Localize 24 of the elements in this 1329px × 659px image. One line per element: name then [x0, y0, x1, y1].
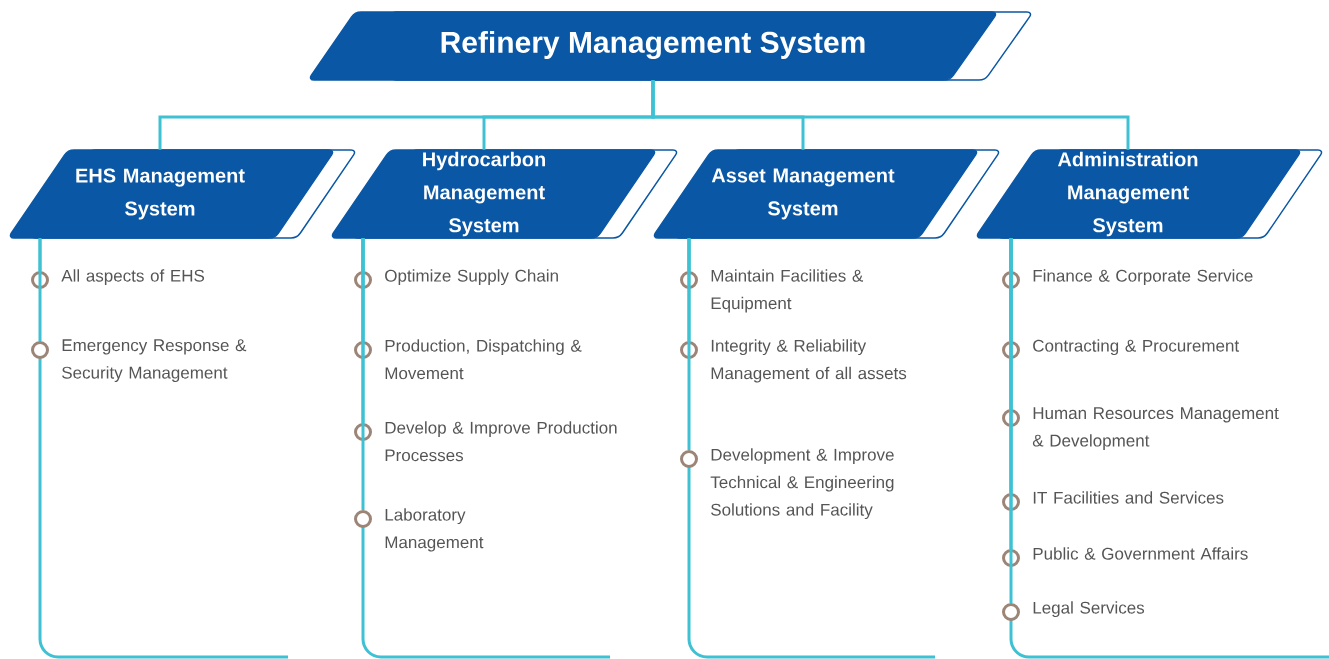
title-banner: Refinery Management System [309, 11, 1032, 81]
list-item: Develop & Improve Production Processes [385, 421, 617, 462]
connector-line [361, 238, 365, 510]
category-banner: Asset Management System [653, 149, 1000, 239]
connector-line [651, 80, 1130, 150]
list-item: Contracting & Procurement [1033, 339, 1240, 356]
list-item: Emergency Response & Security Management [62, 339, 247, 383]
list-item: IT Facilities and Services [1033, 491, 1224, 504]
list-item: Public & Government Affairs [1033, 547, 1248, 560]
list-item: Integrity & Reliability Management of all assets [711, 339, 907, 383]
connector-line [687, 238, 691, 450]
list-item: Development & Improve Technical & Engineering Solutions and Facility [710, 448, 894, 520]
category-banner: Hydrocarbon Management System [331, 149, 678, 239]
list-item: Production, Dispatching & Movement [385, 339, 582, 380]
list-item: Maintain Facilities & Equipment [711, 269, 864, 313]
list-item: All aspects of EHS [61, 269, 205, 286]
list-item: Legal Services [1033, 601, 1145, 618]
list-item: Optimize Supply Chain [385, 269, 558, 286]
list-item: Finance & Corporate Service [1033, 269, 1253, 286]
list-item: Human Resources Management & Development [1032, 407, 1279, 450]
category-banner: Administration Management System [976, 149, 1323, 239]
category-banner: EHS Management System [9, 149, 356, 239]
connector-line [38, 238, 42, 341]
list-item: Laboratory Management [385, 508, 484, 552]
